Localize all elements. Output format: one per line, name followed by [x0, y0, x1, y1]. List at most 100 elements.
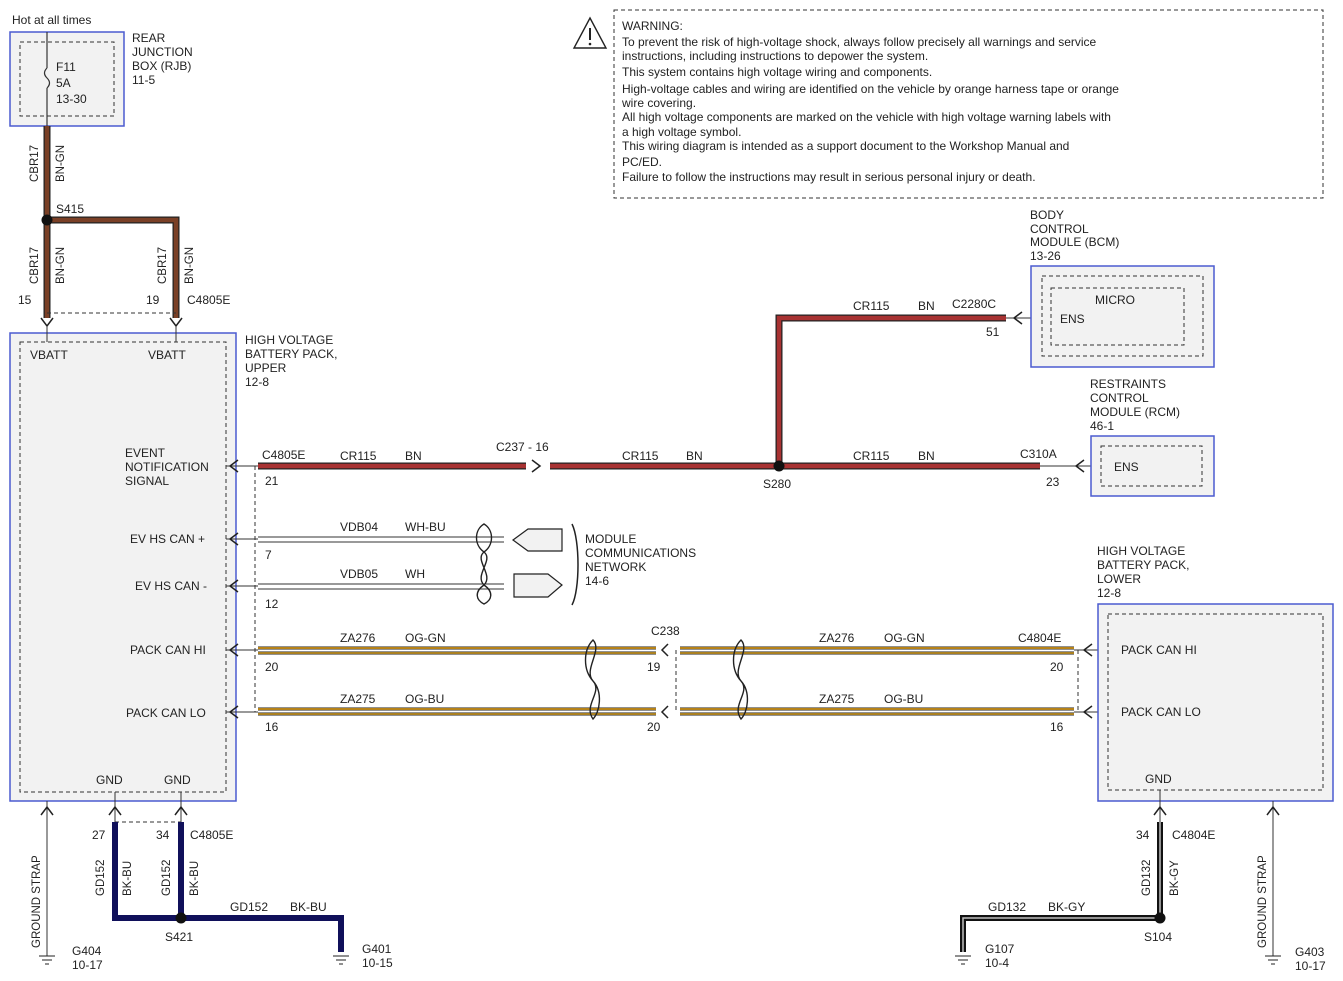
circuit-label: CBR17: [157, 247, 169, 284]
splice-s104: [1154, 912, 1166, 924]
circuit-label: ZA275: [340, 692, 376, 706]
hv-upper-ref: 12-8: [245, 375, 269, 389]
pin-label: 19: [647, 660, 661, 674]
connector-arrow-icon: [228, 532, 239, 546]
hv-upper-name-3: UPPER: [245, 361, 287, 375]
connector-arrow-icon: [169, 317, 183, 328]
color-label: BN-GN: [184, 247, 196, 284]
splice-s421-label: S421: [165, 930, 193, 944]
connector-c310a: C310A: [1020, 447, 1057, 461]
pin-label: 34: [156, 828, 170, 842]
circuit-label: VDB05: [340, 567, 378, 581]
circuit-label: ZA276: [340, 631, 376, 645]
circuit-label: CR115: [340, 449, 377, 463]
color-label: BN: [405, 449, 422, 463]
color-label: BN: [918, 299, 935, 313]
pin-name-vbatt: VBATT: [148, 348, 186, 362]
color-label: OG-GN: [405, 631, 446, 645]
pin-name-ev-can-minus: EV HS CAN -: [135, 579, 207, 593]
connector-arrow-icon: [660, 643, 669, 657]
pin-name-gnd: GND: [164, 773, 191, 787]
warning-box: WARNING: To prevent the risk of high-vol…: [572, 9, 1324, 199]
circuit-label: CR115: [853, 299, 890, 313]
rjb-ref: 11-5: [132, 73, 155, 87]
fuse-icon: [43, 67, 51, 89]
ground-g404: G404: [72, 944, 102, 958]
ground-g107: G107: [985, 942, 1015, 956]
pack-can-pair: ZA276 OG-GN ZA275 OG-BU ZA276 OG-GN ZA27…: [258, 624, 1108, 734]
pin-label: 20: [1050, 660, 1064, 674]
connector-arrow-icon: [1074, 459, 1085, 473]
pin-label: 16: [1050, 720, 1064, 734]
pin-name-event: SIGNAL: [125, 474, 169, 488]
connector-arrow-icon: [174, 805, 188, 816]
ground-g401-ref: 10-15: [362, 956, 393, 970]
splice-s280: [773, 460, 785, 472]
warning-line: This wiring diagram is intended as a sup…: [622, 139, 1069, 153]
ground-strap-label: GROUND STRAP: [31, 855, 43, 948]
ground-g107-ref: 10-4: [985, 956, 1009, 970]
twisted-pair-icon: [584, 639, 601, 721]
pin-label: 23: [1046, 475, 1060, 489]
mcn-name-1: MODULE: [585, 532, 636, 546]
pin-label: 34: [1136, 828, 1150, 842]
color-label: BK-GY: [1169, 860, 1181, 896]
connector-arrow-icon: [228, 643, 239, 657]
pin-name-pack-can-hi: PACK CAN HI: [130, 643, 206, 657]
circuit-label: ZA275: [819, 692, 855, 706]
circuit-label: CBR17: [29, 247, 41, 284]
ground-icon: [1265, 955, 1281, 965]
connector-arrow-icon: [531, 459, 542, 473]
warning-line: High-voltage cables and wiring are ident…: [622, 82, 1119, 96]
circuit-label: CBR17: [29, 145, 41, 182]
ground-g403: G403: [1295, 945, 1325, 959]
ground-g401: G401: [362, 942, 392, 956]
rcm-ref: 46-1: [1090, 419, 1114, 433]
connector-arrow-icon: [228, 579, 239, 593]
restraints-control-module: ENS RESTRAINTS CONTROL MODULE (RCM) 46-1: [1090, 377, 1215, 497]
pin-label: 15: [18, 293, 32, 307]
color-label: BN-GN: [55, 145, 67, 182]
color-label: WH: [405, 567, 425, 581]
connector-c4804e: C4804E: [1018, 631, 1061, 645]
pin-label: 27: [92, 828, 106, 842]
connector-arrow-icon: [1153, 805, 1167, 816]
bcm-name-3: MODULE (BCM): [1030, 235, 1119, 249]
connector-arrow-icon: [40, 805, 54, 816]
rear-junction-box: Hot at all times F11 5A 13-30 REAR JUNCT…: [9, 13, 193, 127]
splice-s421: [175, 912, 187, 924]
mcn-name-2: COMMUNICATIONS: [585, 546, 696, 560]
ground-icon: [333, 955, 349, 965]
rjb-name-3: BOX (RJB): [132, 59, 191, 73]
connector-arrow-icon: [228, 705, 239, 719]
ev-hs-can-pair: VDB04 WH-BU VDB05 WH 7 12 MODULE COMMUNI…: [258, 520, 696, 611]
connector-arrow-icon: [228, 459, 239, 473]
circuit-label: GD132: [988, 900, 1026, 914]
bcm-name-2: CONTROL: [1030, 222, 1089, 236]
rcm-name-2: CONTROL: [1090, 391, 1149, 405]
mcn-ref: 14-6: [585, 574, 609, 588]
grounds-left: GROUND STRAP G404 10-17 27 34 C4805E GD1…: [31, 792, 393, 972]
connector-c4804e: C4804E: [1172, 828, 1215, 842]
color-label: OG-BU: [884, 692, 923, 706]
color-label: WH-BU: [405, 520, 446, 534]
circuit-label: GD152: [95, 860, 107, 896]
pin-label: 20: [647, 720, 661, 734]
pin-name-ev-can-plus: EV HS CAN +: [130, 532, 205, 546]
circuit-label: GD152: [161, 860, 173, 896]
hv-upper-name-1: HIGH VOLTAGE: [245, 333, 333, 347]
color-label: BN: [918, 449, 935, 463]
hot-label: Hot at all times: [12, 13, 91, 27]
rjb-name-1: REAR: [132, 31, 166, 45]
pin-label: 19: [146, 293, 160, 307]
bcm-ens: ENS: [1060, 312, 1085, 326]
hv-lower-name-1: HIGH VOLTAGE: [1097, 544, 1185, 558]
connector-c4805e: C4805E: [190, 828, 233, 842]
pin-name-gnd: GND: [1145, 772, 1172, 786]
warning-line: instructions, including instructions to …: [622, 49, 928, 63]
warning-line: Failure to follow the instructions may r…: [622, 170, 1036, 184]
circuit-label: CR115: [853, 449, 890, 463]
rjb-name-2: JUNCTION: [132, 45, 193, 59]
color-label: BK-BU: [290, 900, 327, 914]
warning-line: wire covering.: [621, 96, 696, 110]
